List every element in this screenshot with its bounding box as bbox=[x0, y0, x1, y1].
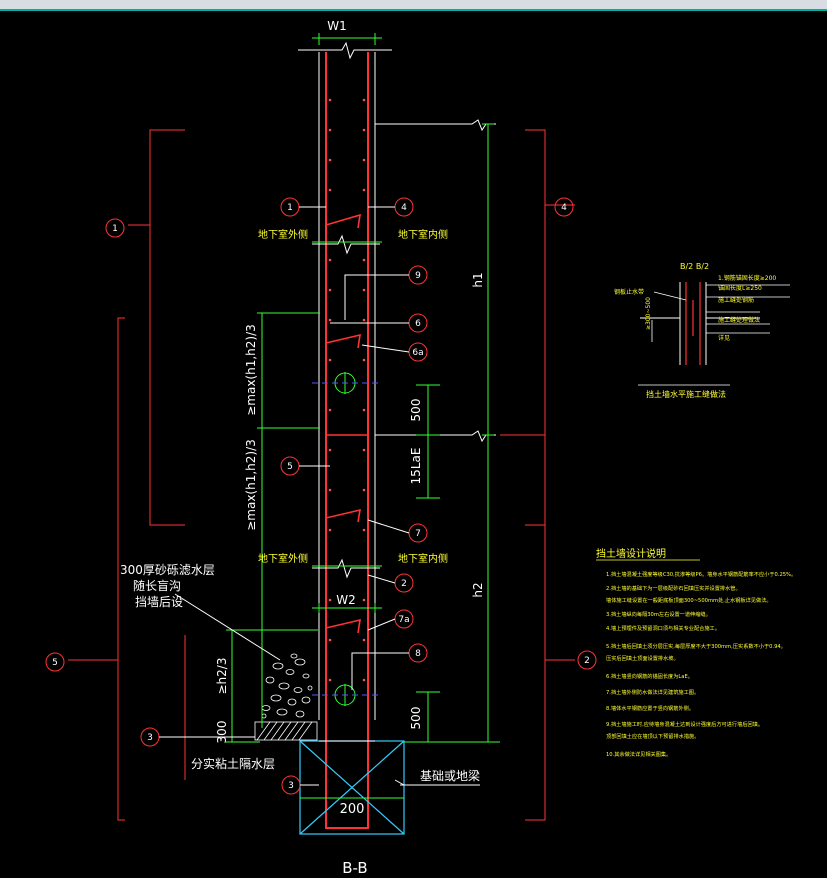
label-basement-outer-upper: 地下室外侧 bbox=[258, 228, 308, 241]
detail-note-3: 钢板止水带 bbox=[614, 288, 644, 296]
label-gravel-1: 300厚砂砾滤水层 bbox=[120, 563, 215, 577]
top-break bbox=[298, 41, 392, 60]
label-clay-layer: 分实粘土隔水层 bbox=[191, 756, 275, 771]
dimension-texts: W1 W2 h1 h2 ≥max(h1,h2)/3 ≥max(h1,h2)/3 … bbox=[215, 19, 485, 817]
center-dash-lines bbox=[312, 382, 378, 696]
rebar-laps bbox=[325, 213, 368, 634]
wall-labels: 地下室外侧 地下室内侧 地下室外侧 地下室内侧 300厚砂砾滤水层 随长盲沟 挡… bbox=[120, 228, 480, 783]
cad-drawing-canvas[interactable]: 1 1 4 4 9 6 6a 5 7 2 7a 8 5 3 3 2 地下室外侧 … bbox=[0, 11, 827, 878]
note-item: 顶部回填土应在墙顶以下预留排水措施。 bbox=[606, 732, 699, 740]
label-basement-inner-lower: 地下室内侧 bbox=[398, 552, 448, 565]
note-item: 6.挡土墙竖向钢筋的锚固长度为LaE。 bbox=[606, 672, 693, 680]
svg-text:8: 8 bbox=[415, 649, 421, 659]
clay-layer-hatch bbox=[254, 721, 318, 741]
detail-note-6: ≥300~500 bbox=[645, 297, 652, 330]
waterstop-detail: B/2 B/2 1.钢筋锚固长度≥200 锚固长度L≥250 钢板止水带 施工缝… bbox=[614, 262, 790, 399]
dim-text-lae: 15LaE bbox=[409, 448, 423, 485]
svg-text:2: 2 bbox=[401, 579, 407, 589]
note-item: 4.墙上预埋件及预留洞口须与相关专业配合施工。 bbox=[606, 624, 720, 632]
label-gravel-3: 挡墙后设 bbox=[135, 595, 183, 609]
gravel-layer bbox=[261, 653, 313, 719]
note-item: 2.挡土墙的基础下为一层级配砂石回填压实并设置排水管。 bbox=[606, 584, 741, 592]
title-accent-line bbox=[0, 9, 827, 11]
dim-text-h2-3: ≥h2/3 bbox=[215, 658, 229, 695]
note-item: 5.挡土墙后回填土须分层压实,每层厚度不大于300mm,压实系数不小于0.94。 bbox=[606, 642, 786, 650]
dim-text-w1: W1 bbox=[327, 19, 347, 33]
callout-numbers: 1 1 4 4 9 6 6a 5 7 2 7a 8 5 3 3 2 bbox=[52, 203, 590, 791]
notes-title: 挡土墙设计说明 bbox=[596, 547, 666, 560]
svg-text:1: 1 bbox=[112, 224, 118, 234]
svg-text:4: 4 bbox=[561, 203, 567, 213]
detail-header: B/2 B/2 bbox=[680, 262, 709, 271]
svg-text:3: 3 bbox=[147, 733, 153, 743]
svg-text:7: 7 bbox=[415, 529, 421, 539]
label-gravel-2: 随长盲沟 bbox=[133, 578, 181, 593]
note-item: 7.挡土墙外侧防水做法详见建筑施工图。 bbox=[606, 688, 699, 696]
note-item: 3.挡土墙纵向每隔30m左右设置一道伸缩缝。 bbox=[606, 610, 711, 618]
note-item: 8.墙体水平钢筋应置于竖向钢筋外侧。 bbox=[606, 704, 694, 712]
detail-note-7: 详见 bbox=[718, 334, 730, 342]
rebar-bottom-hook bbox=[325, 820, 369, 829]
note-item: 1.挡土墙混凝土强度等级C30,抗渗等级P6。墙身水平钢筋配筋率不应小于0.25… bbox=[606, 570, 796, 578]
svg-text:1: 1 bbox=[287, 203, 293, 213]
rebar-dots bbox=[328, 98, 366, 682]
section-title: B-B bbox=[342, 859, 367, 877]
canvas-background bbox=[0, 11, 827, 878]
detail-note-2: 锚固长度L≥250 bbox=[718, 284, 762, 292]
detail-title: 挡土墙水平施工缝做法 bbox=[646, 389, 726, 399]
note-item: 压实后回填土顶面设置排水坡。 bbox=[606, 654, 679, 662]
note-item: 9.挡土墙施工时,应待墙身混凝土达到设计强度后方可进行墙后回填。 bbox=[606, 720, 763, 728]
callout-1 bbox=[105, 218, 125, 238]
svg-text:7a: 7a bbox=[398, 615, 409, 625]
dim-text-max-lower: ≥max(h1,h2)/3 bbox=[244, 439, 258, 531]
callout-leaders bbox=[159, 206, 480, 786]
svg-text:3: 3 bbox=[288, 781, 294, 791]
svg-text:5: 5 bbox=[52, 658, 58, 668]
label-basement-outer-lower: 地下室外侧 bbox=[258, 552, 308, 565]
design-notes: 挡土墙设计说明 1.挡土墙混凝土强度等级C30,抗渗等级P6。墙身水平钢筋配筋率… bbox=[596, 547, 796, 758]
detail-note-4: 施工缝处钢筋 bbox=[718, 296, 754, 304]
svg-text:6a: 6a bbox=[412, 348, 423, 358]
label-basement-inner-upper: 地下室内侧 bbox=[398, 228, 448, 241]
dim-text-max-upper: ≥max(h1,h2)/3 bbox=[244, 324, 258, 416]
dim-text-500-upper: 500 bbox=[409, 399, 423, 422]
label-foundation: 基础或地梁 bbox=[420, 768, 480, 783]
note-item: 10.其余做法详见相关图集。 bbox=[606, 750, 671, 758]
dim-text-h2: h2 bbox=[471, 582, 485, 597]
dim-text-w2: W2 bbox=[336, 593, 356, 607]
detail-note-1: 1.钢筋锚固长度≥200 bbox=[718, 274, 776, 282]
svg-text:9: 9 bbox=[415, 271, 421, 281]
range-brackets bbox=[68, 129, 575, 821]
dimension-lines bbox=[226, 33, 500, 799]
dim-text-h1: h1 bbox=[471, 272, 485, 287]
note-item: 墙体施工缝设置在一般距底板顶面300~500mm处,止水钢板详见做法。 bbox=[606, 596, 772, 604]
vertical-rebar bbox=[325, 52, 369, 829]
svg-text:6: 6 bbox=[415, 319, 421, 329]
svg-text:5: 5 bbox=[287, 462, 293, 472]
dim-text-200: 200 bbox=[340, 802, 365, 817]
dim-text-300: 300 bbox=[215, 721, 229, 744]
svg-text:2: 2 bbox=[584, 656, 590, 666]
svg-text:4: 4 bbox=[401, 203, 407, 213]
detail-note-5: 施工缝处理做法 bbox=[718, 316, 760, 324]
dim-text-500-lower: 500 bbox=[409, 707, 423, 730]
